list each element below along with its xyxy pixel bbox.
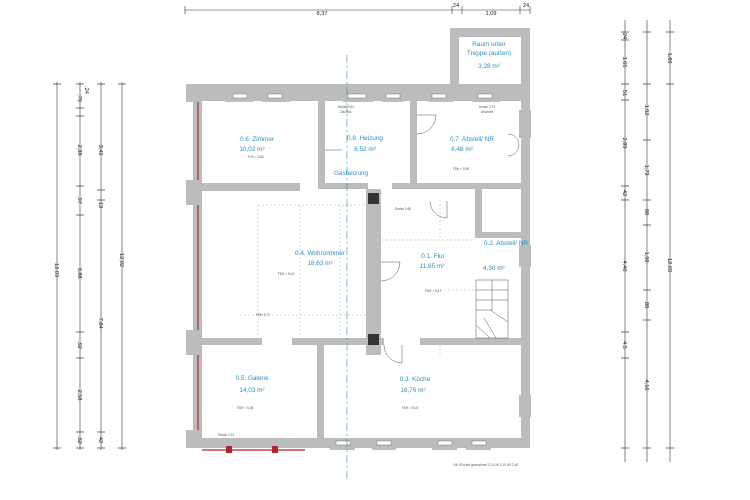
dim-left-a-7: 2,58 bbox=[76, 390, 82, 401]
dim-right-b-3: 88 bbox=[643, 209, 649, 215]
room-area: 6,52 m² bbox=[354, 146, 376, 153]
room-wohnzimmer: 0.4. Wohnzimmer 18,63 m² FDH = 8,04 FDH … bbox=[256, 250, 346, 317]
room-area: 18,63 m² bbox=[307, 260, 332, 267]
walls bbox=[186, 28, 531, 450]
room-note: FDH = 8,04 bbox=[278, 272, 295, 276]
windows bbox=[232, 93, 493, 446]
gasheizung-label: Gasheizung bbox=[334, 170, 369, 177]
dim-left-a-1: ,79 bbox=[76, 94, 82, 102]
dim-top-3: 1,09 bbox=[486, 11, 497, 17]
dim-right-a-6: 4,40 bbox=[621, 261, 627, 272]
room-kueche: 0.3. Küche 16,76 m² FDH = 5,03 bbox=[400, 376, 431, 410]
dim-right-a-2: 1,65 bbox=[621, 57, 627, 68]
staircase bbox=[475, 279, 509, 339]
room-note: Decke 2,51 bbox=[338, 105, 354, 109]
room-label: 0.6. Zimmer bbox=[240, 136, 275, 143]
left-dimension-chains bbox=[53, 82, 126, 450]
dim-right-top: 1,89 bbox=[666, 53, 672, 64]
dim-left-total: 12,02 bbox=[118, 253, 124, 267]
dim-right-a-1: 24 bbox=[621, 33, 627, 39]
room-note: FDH = 5,90 bbox=[453, 167, 470, 171]
room-treppe: Raum unter Treppe (außen) 3,28 m² bbox=[467, 41, 511, 70]
chimneys bbox=[368, 193, 379, 345]
dim-right-b-2: 1,73 bbox=[643, 165, 649, 176]
dim-right-total: 12,03 bbox=[666, 258, 672, 272]
room-note: F.Dr = 3,82 bbox=[248, 155, 264, 159]
ceiling-lines bbox=[240, 200, 475, 355]
gallery-glass-posts bbox=[226, 446, 278, 453]
dim-top-1: 8,37 bbox=[317, 11, 328, 17]
room-label: 0.2. Abstell/ NR bbox=[484, 240, 528, 247]
room-note: FDH = 5,03 bbox=[402, 406, 419, 410]
dim-left-b-4: 42 bbox=[97, 437, 103, 443]
room-area: 6,48 m² bbox=[451, 146, 473, 153]
dim-left-outer: 12,03 bbox=[53, 263, 59, 277]
dim-left-a-5: 3,88 bbox=[76, 268, 82, 279]
room-label: 0.4. Wohnzimmer bbox=[295, 250, 346, 257]
room-label-line2: Treppe (außen) bbox=[467, 50, 511, 57]
dim-left-a-2: ,24 bbox=[83, 86, 89, 94]
dim-left-b-1: 3,42 bbox=[97, 145, 103, 156]
room-area: 10,02 m² bbox=[239, 146, 264, 153]
room-note: FDH 2,77 bbox=[256, 313, 270, 317]
room-note: Decke 2,73 bbox=[479, 105, 495, 109]
room-area: 11,85 m² bbox=[420, 263, 445, 270]
dim-right-b-5: 88 bbox=[643, 302, 649, 308]
dim-left-b-2: 13 bbox=[97, 202, 103, 208]
room-label: 0.3. Küche bbox=[400, 376, 431, 383]
room-abstell2: 0.2. Abstell/ NR 4,30 m² bbox=[483, 240, 528, 272]
dim-right-b-1: 1,92 bbox=[643, 105, 649, 116]
room-note: Dachbd. bbox=[340, 110, 352, 114]
room-note: FDH = 6,47 bbox=[425, 289, 442, 293]
top-dimension-chain bbox=[184, 6, 531, 14]
room-galerie: 0.5. Galerie 14,03 m² FDH = 5,38 Decke 2… bbox=[218, 375, 269, 437]
room-label: 0.5. Galerie bbox=[235, 375, 268, 382]
dim-top-2: 24 bbox=[453, 3, 459, 9]
room-zimmer: 0.6. Zimmer 10,02 m² F.Dr = 3,82 bbox=[239, 136, 275, 159]
right-dimension-chains bbox=[621, 20, 674, 462]
dim-left-b-3: 7,84 bbox=[97, 318, 103, 329]
dim-right-a-4: 2,89 bbox=[621, 138, 627, 149]
room-note: Decke 2,13 bbox=[218, 433, 234, 437]
door-swings bbox=[325, 114, 520, 364]
dim-right-a-3: 51 bbox=[621, 90, 627, 96]
dim-right-b-4: 1,98 bbox=[643, 252, 649, 263]
room-label: 0.8. Heizung bbox=[347, 135, 383, 142]
room-note: Gewölbe bbox=[481, 110, 494, 114]
room-abstell: Decke 2,73 Gewölbe 0.7. Abstell/ NR 6,48… bbox=[450, 105, 495, 171]
room-note: FDH = 5,38 bbox=[237, 406, 254, 410]
dim-left-a-4: ,97 bbox=[76, 196, 82, 204]
room-flur: Decke 2,68 0.1. Flur 11,85 m² FDH = 6,47 bbox=[395, 207, 446, 293]
dim-right-b-6: 4,16 bbox=[643, 380, 649, 391]
room-heizung: Decke 2,51 Dachbd. 0.8. Heizung 6,52 m² bbox=[338, 105, 383, 153]
room-area: 3,28 m² bbox=[478, 63, 500, 70]
room-area: 14,03 m² bbox=[239, 387, 264, 394]
room-note: Decke 2,68 bbox=[395, 207, 411, 211]
dim-right-a-7: 4,5 bbox=[621, 341, 627, 349]
room-label: 0.1. Flur bbox=[421, 253, 445, 260]
room-label-line1: Raum unter bbox=[472, 41, 506, 48]
dim-right-a-5: 42 bbox=[621, 190, 627, 196]
footer-note: UK 00 nicht gezeichnet 2,10 UK 2,19 UK 2… bbox=[454, 463, 519, 467]
dim-left-a-6: ,92 bbox=[76, 341, 82, 349]
dim-top-4: 24 bbox=[523, 3, 529, 9]
dim-left-a-8: ,62 bbox=[76, 436, 82, 444]
room-area: 4,30 m² bbox=[483, 265, 505, 272]
room-label: 0.7. Abstell/ NR bbox=[450, 136, 494, 143]
room-area: 16,76 m² bbox=[400, 387, 425, 394]
gallery-glass-wall bbox=[197, 102, 305, 451]
dim-left-a-3: 2,38 bbox=[76, 145, 82, 156]
